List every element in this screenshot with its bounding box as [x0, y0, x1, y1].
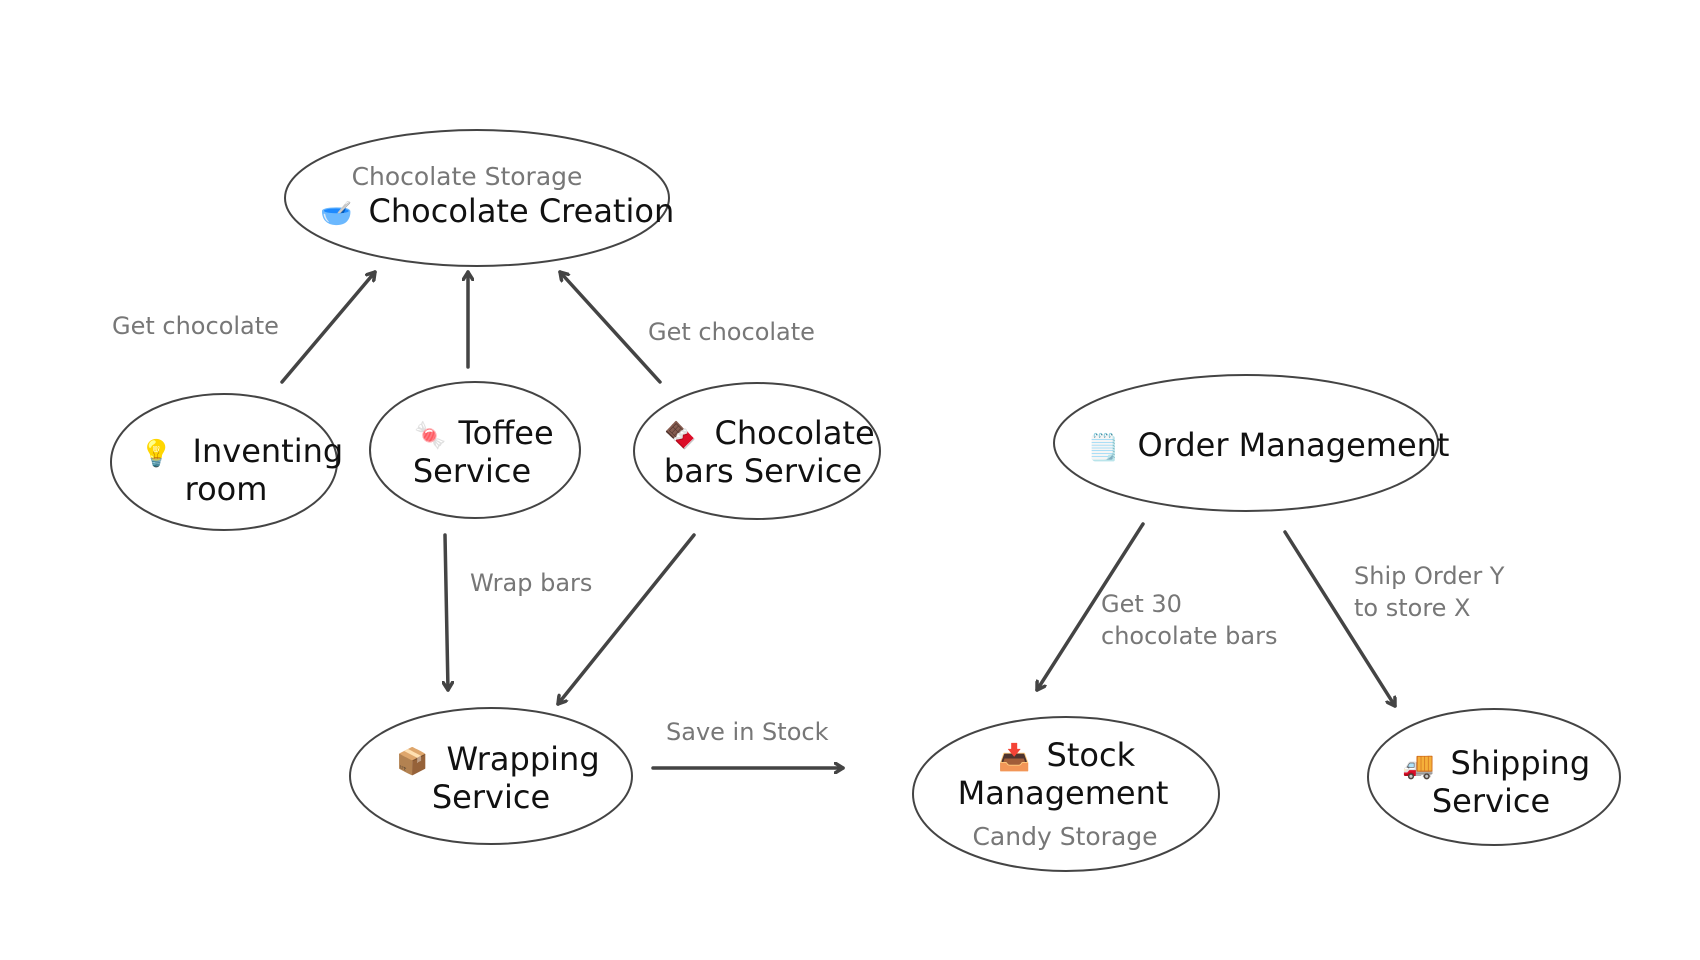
edge-chocobars-to-wrapping: [556, 533, 696, 706]
edge-toffee-to-wrapping: Wrap bars: [445, 533, 592, 692]
bowl-icon: 🥣: [320, 199, 352, 229]
node-title: Chocolate Creation: [369, 192, 675, 230]
node-shape: [1367, 708, 1621, 846]
edge-label-get-30: Get 30: [1101, 590, 1182, 618]
node-title-line1: Toffee: [458, 414, 554, 452]
svg-text:🗒️ Order Management: 🗒️ Order Management: [1087, 426, 1449, 464]
delivery-truck-icon: 🚚: [1402, 751, 1434, 781]
svg-text:🚚 Shipping: 🚚 Shipping: [1402, 744, 1590, 782]
node-toffee-service[interactable]: 🍬 Toffee Service: [369, 381, 581, 519]
node-title-line2: bars Service: [664, 452, 862, 490]
node-shape: [369, 381, 581, 519]
node-inventing-room[interactable]: 💡 Inventing room: [110, 393, 343, 531]
node-shape: [349, 707, 633, 845]
edge-label-save-in-stock: Save in Stock: [666, 718, 829, 746]
edge-order-to-shipping: Ship Order Y to store X: [1283, 530, 1505, 708]
chocolate-bar-icon: 🍫: [664, 420, 696, 451]
arrow-line: [556, 533, 696, 706]
edge-label-get-chocolate: Get chocolate: [112, 312, 279, 340]
node-title-line2: Service: [432, 778, 550, 816]
svg-text:🍬 Toffee: 🍬 Toffee: [414, 414, 554, 452]
candy-icon: 🍬: [414, 420, 446, 451]
arrow-line: [1283, 530, 1397, 708]
svg-text:🍫 Chocolate: 🍫 Chocolate: [664, 414, 875, 452]
svg-text:🥣 Chocolate Creation: 🥣 Chocolate Creation: [320, 192, 674, 230]
edge-label-to-store: to store X: [1354, 594, 1471, 622]
notepad-icon: 🗒️: [1087, 432, 1119, 463]
node-subtitle: Candy Storage: [972, 822, 1157, 851]
arrow-line: [558, 270, 662, 384]
edge-label-wrap-bars: Wrap bars: [470, 569, 592, 597]
inbox-tray-icon: 📥: [998, 742, 1030, 773]
edge-inventing-to-creation: Get chocolate: [112, 270, 377, 384]
node-shape: [1053, 374, 1439, 512]
edge-label-chocolate-bars: chocolate bars: [1101, 622, 1277, 650]
edge-wrapping-to-stock: Save in Stock: [651, 718, 845, 768]
node-subtitle: Chocolate Storage: [352, 162, 583, 191]
node-title-line1: Chocolate: [715, 414, 875, 452]
node-shape: [912, 716, 1220, 872]
arrow-line: [445, 533, 448, 692]
node-title-line1: Inventing: [193, 432, 344, 470]
svg-text:📥 Stock: 📥 Stock: [998, 736, 1136, 774]
edge-chocobars-to-creation: Get chocolate: [558, 270, 815, 384]
node-title-line2: Service: [413, 452, 531, 490]
lightbulb-icon: 💡: [140, 438, 172, 469]
edge-label-get-chocolate: Get chocolate: [648, 318, 815, 346]
node-title-line2: room: [185, 470, 268, 508]
node-title-line1: Shipping: [1451, 744, 1591, 782]
svg-text:📦 Wrapping: 📦 Wrapping: [396, 740, 600, 778]
node-title-line1: Stock: [1047, 736, 1136, 774]
node-title-line1: Wrapping: [447, 740, 600, 778]
node-stock-management[interactable]: 📥 Stock Management Candy Storage: [912, 716, 1220, 872]
node-title-line2: Service: [1432, 782, 1550, 820]
arrow-line: [1035, 522, 1145, 692]
edge-order-to-stock: Get 30 chocolate bars: [1035, 522, 1277, 692]
node-wrapping-service[interactable]: 📦 Wrapping Service: [349, 707, 633, 845]
node-shape: [110, 393, 338, 531]
package-icon: 📦: [396, 746, 428, 777]
node-shape: [633, 382, 881, 520]
svg-text:💡 Inventing: 💡 Inventing: [140, 432, 343, 470]
node-title-line2: Management: [958, 774, 1169, 812]
node-order-management[interactable]: 🗒️ Order Management: [1053, 374, 1449, 512]
node-shape: [284, 129, 670, 267]
arrow-line: [280, 270, 377, 384]
edge-label-ship-order: Ship Order Y: [1354, 562, 1505, 590]
node-chocolate-creation[interactable]: Chocolate Storage 🥣 Chocolate Creation: [284, 129, 674, 267]
node-title: Order Management: [1138, 426, 1450, 464]
node-chocolate-bars-service[interactable]: 🍫 Chocolate bars Service: [633, 382, 881, 520]
node-shipping-service[interactable]: 🚚 Shipping Service: [1367, 708, 1621, 846]
